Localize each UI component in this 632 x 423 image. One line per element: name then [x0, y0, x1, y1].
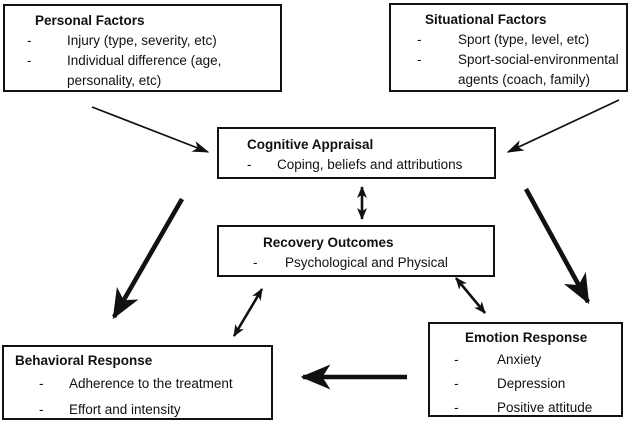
- bullet-item: - Psychological and Physical: [219, 253, 493, 273]
- arrow-recovery-behavioral: [232, 288, 264, 337]
- bullet-item: - Depression: [430, 372, 621, 396]
- arrow-situational-to-cognitive: [506, 99, 620, 153]
- bullet-dash: -: [454, 400, 459, 415]
- bullet-item: - Sport-social-environmental agents (coa…: [391, 50, 626, 90]
- box-cognitive-appraisal: Cognitive Appraisal - Coping, beliefs an…: [217, 127, 496, 179]
- bullet-text: Sport (type, level, etc): [458, 32, 590, 47]
- box-title: Emotion Response: [465, 330, 588, 345]
- bullet-text: Effort and intensity: [69, 402, 181, 417]
- bullet-dash: -: [27, 33, 32, 48]
- bullet-item: - Adherence to the treatment: [4, 371, 271, 397]
- bullet-text: Psychological and Physical: [285, 255, 448, 270]
- bullet-text: Anxiety: [497, 352, 542, 367]
- bullet-dash: -: [417, 52, 422, 67]
- bullet-item: - Anxiety: [430, 348, 621, 372]
- bullet-item: - Effort and intensity: [4, 397, 271, 423]
- bullet-dash: -: [454, 376, 459, 391]
- box-emotion-response: Emotion Response - Anxiety - Depression …: [428, 322, 623, 417]
- bullet-text: Individual difference (age, personality,…: [67, 53, 222, 88]
- box-title: Situational Factors: [425, 12, 547, 27]
- bullet-text: Adherence to the treatment: [69, 376, 233, 391]
- arrow-cognitive-to-emotion: [523, 187, 591, 305]
- bullet-text: Injury (type, severity, etc): [67, 33, 217, 48]
- bullet-dash: -: [253, 255, 258, 270]
- bullet-item: - Injury (type, severity, etc): [5, 31, 280, 51]
- bullet-item: - Coping, beliefs and attributions: [219, 155, 494, 175]
- edges-group: [91, 99, 620, 390]
- arrow-cognitive-to-behavioral: [112, 197, 184, 320]
- box-recovery-outcomes: Recovery Outcomes - Psychological and Ph…: [217, 225, 495, 277]
- bullet-dash: -: [27, 53, 32, 68]
- bullet-text: Sport-social-environmental agents (coach…: [458, 52, 619, 87]
- arrow-personal-to-cognitive: [91, 106, 210, 153]
- bullet-text: Depression: [497, 376, 566, 391]
- box-title: Cognitive Appraisal: [247, 137, 374, 152]
- box-title: Behavioral Response: [15, 353, 153, 368]
- bullet-item: - Positive attitude: [430, 396, 621, 420]
- bullet-dash: -: [417, 32, 422, 47]
- bullet-text: Coping, beliefs and attributions: [277, 157, 463, 172]
- bullet-text: Positive attitude: [497, 400, 593, 415]
- box-situational-factors: Situational Factors - Sport (type, level…: [389, 3, 628, 92]
- bullet-dash: -: [39, 402, 44, 417]
- bullet-item: - Sport (type, level, etc): [391, 30, 626, 50]
- bullet-dash: -: [247, 157, 252, 172]
- box-personal-factors: Personal Factors - Injury (type, severit…: [3, 4, 282, 92]
- bullet-item: - Individual difference (age, personalit…: [5, 51, 280, 91]
- bullet-dash: -: [454, 352, 459, 367]
- box-behavioral-response: Behavioral Response - Adherence to the t…: [2, 345, 273, 420]
- arrow-recovery-emotion: [454, 277, 487, 314]
- bullet-dash: -: [39, 376, 44, 391]
- box-title: Personal Factors: [35, 13, 145, 28]
- box-title: Recovery Outcomes: [263, 235, 394, 250]
